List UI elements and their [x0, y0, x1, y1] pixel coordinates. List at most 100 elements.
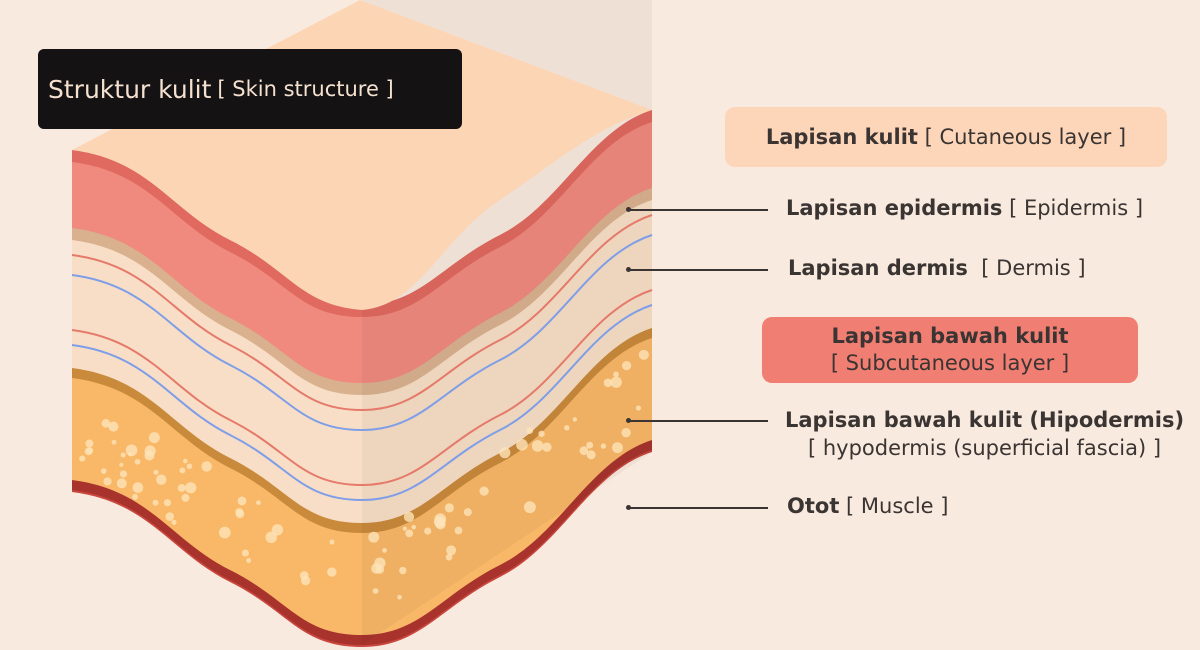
fat-cell: [102, 419, 111, 428]
fat-cell: [621, 428, 630, 437]
fat-cell: [185, 482, 196, 493]
label-dermis-id: Lapisan dermis: [788, 256, 968, 280]
fat-cell: [445, 503, 454, 512]
fat-cell: [532, 440, 544, 452]
fat-cell: [235, 508, 243, 516]
fat-cell: [149, 432, 160, 443]
label-cutaneous-en: [ Cutaneous layer ]: [925, 125, 1127, 149]
label-subcutaneous: Lapisan bawah kulit [ Subcutaneous layer…: [762, 317, 1138, 383]
fat-cell: [256, 500, 261, 505]
label-hypodermis-en: [ hypodermis (superficial fascia) ]: [808, 436, 1161, 460]
label-epidermis: Lapisan epidermis [ Epidermis ]: [786, 196, 1143, 220]
fat-cell: [183, 459, 188, 464]
label-epidermis-id: Lapisan epidermis: [786, 196, 1002, 220]
fat-cell: [132, 494, 138, 500]
fat-cell: [238, 496, 247, 505]
fat-cell: [639, 350, 649, 360]
fat-cell: [85, 447, 93, 455]
fat-cell: [121, 452, 126, 457]
fat-cell: [112, 440, 117, 445]
fat-cell: [399, 567, 406, 574]
fat-cell: [144, 451, 154, 461]
fat-cell: [382, 548, 387, 553]
fat-cell: [120, 470, 127, 477]
leader-line-epidermis: [628, 209, 768, 211]
title-main: Struktur kulit: [48, 75, 211, 104]
label-subcutaneous-en: [ Subcutaneous layer ]: [831, 351, 1069, 375]
fat-cell: [178, 484, 186, 492]
fat-cell: [156, 474, 166, 484]
fat-cell: [300, 571, 309, 580]
fat-cell: [424, 527, 431, 534]
fat-cell: [135, 459, 141, 465]
fat-cell: [622, 361, 631, 370]
label-dermis-en: [ Dermis ]: [981, 256, 1085, 280]
fat-cell: [154, 470, 159, 475]
fat-cell: [499, 447, 510, 458]
fat-cell: [368, 532, 379, 543]
label-muscle-en: [ Muscle ]: [846, 494, 948, 518]
label-cutaneous: Lapisan kulit [ Cutaneous layer ]: [725, 107, 1167, 167]
fat-cell: [542, 443, 551, 452]
fat-cell: [479, 486, 488, 495]
fat-cell: [128, 452, 132, 456]
fat-cell: [103, 477, 111, 485]
fat-cell: [613, 372, 619, 378]
fat-cell: [516, 439, 528, 451]
fat-cell: [201, 461, 211, 471]
fat-cell: [564, 425, 569, 430]
fat-cell: [242, 550, 249, 557]
label-dermis: Lapisan dermis [ Dermis ]: [788, 256, 1086, 280]
fat-cell: [133, 482, 144, 493]
fat-cell: [187, 464, 192, 469]
fat-cell: [219, 527, 231, 539]
fat-cell: [181, 494, 189, 502]
leader-line-hypodermis: [628, 420, 768, 422]
fat-cell: [411, 525, 416, 530]
fat-cell: [397, 595, 402, 600]
fat-cell: [179, 467, 185, 473]
fat-cell: [119, 463, 123, 467]
fat-cell: [405, 529, 413, 537]
fat-cell: [573, 417, 577, 421]
fat-cell: [612, 442, 623, 453]
fat-cell: [117, 478, 127, 488]
leader-line-dermis: [628, 269, 768, 271]
fat-cell: [327, 567, 336, 576]
leader-line-muscle: [628, 507, 768, 509]
label-muscle: Otot [ Muscle ]: [787, 494, 948, 518]
fat-cell: [524, 501, 536, 513]
label-hypodermis-id: Lapisan bawah kulit (Hipodermis): [785, 408, 1184, 432]
fat-cell: [101, 468, 107, 474]
label-muscle-id: Otot: [787, 494, 839, 518]
fat-cell: [580, 446, 589, 455]
diagram-title: Struktur kulit [ Skin structure ]: [38, 49, 462, 129]
fat-cell: [165, 512, 174, 521]
fat-cell: [404, 512, 414, 522]
fat-cell: [164, 499, 171, 506]
label-epidermis-en: [ Epidermis ]: [1009, 196, 1143, 220]
fat-cell: [636, 405, 641, 410]
fat-cell: [586, 442, 593, 449]
label-hypodermis: Lapisan bawah kulit (Hipodermis) [ hypod…: [785, 406, 1184, 462]
label-cutaneous-id: Lapisan kulit: [766, 125, 918, 149]
fat-cell: [601, 443, 606, 448]
fat-cell: [153, 500, 159, 506]
fat-cell: [526, 427, 533, 434]
label-subcutaneous-id: Lapisan bawah kulit: [831, 324, 1068, 348]
fat-cell: [329, 540, 334, 545]
fat-cell: [79, 456, 85, 462]
fat-cell: [435, 519, 445, 529]
fat-cell: [455, 527, 463, 535]
fat-cell: [446, 545, 456, 555]
fat-cell: [373, 588, 379, 594]
fat-cell: [85, 440, 93, 448]
title-sub: [ Skin structure ]: [217, 77, 393, 101]
fat-cell: [171, 520, 176, 525]
fat-cell: [246, 558, 251, 563]
fat-cell: [403, 526, 407, 530]
fat-cell: [604, 378, 613, 387]
fat-cell: [266, 532, 278, 544]
fat-cell: [464, 508, 472, 516]
